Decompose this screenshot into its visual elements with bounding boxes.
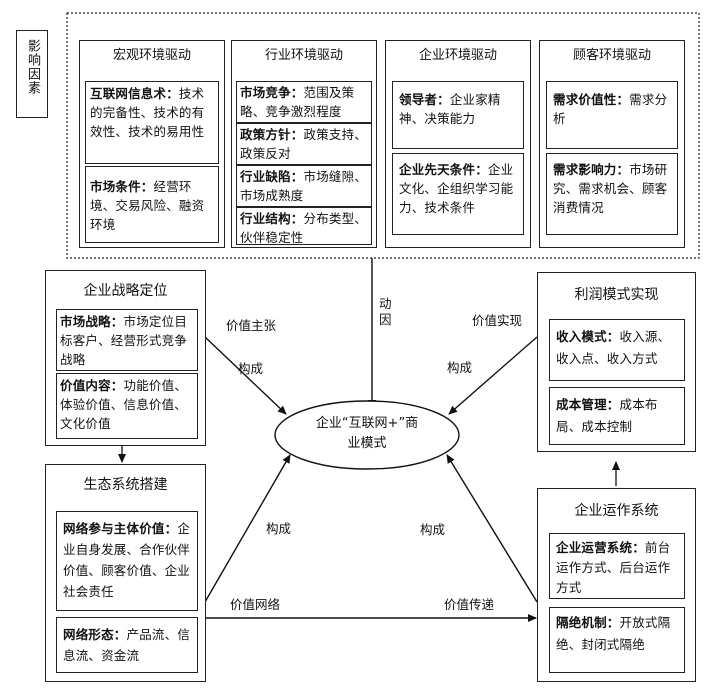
label-constitute-bottom-right: 构成 <box>420 522 446 537</box>
item-bold: 行业结构： <box>240 211 304 226</box>
item-bold: 市场竞争： <box>240 85 304 100</box>
operation-item-1: 企业运营系统：前台运作方式、后台运作方式 <box>549 533 685 599</box>
driver-customer-title: 顾客环境驱动 <box>572 48 651 63</box>
item-bold: 市场战略： <box>60 314 124 329</box>
label-value-realization: 价值实现 <box>472 313 523 328</box>
item-bold: 需求价值性： <box>553 92 630 107</box>
operation-title: 企业运作系统 <box>574 503 659 519</box>
label-value-delivery: 价值传递 <box>444 597 495 612</box>
center-line-2: 业模式 <box>347 436 387 451</box>
ecosystem-to-center-arrow <box>204 454 291 603</box>
item-text: 需求分析 <box>553 92 668 126</box>
item-bold: 领导者： <box>399 92 450 107</box>
item-text: 经营环境、交易风险、融资环境 <box>90 179 205 232</box>
item-bold: 网络参与主体价值： <box>63 521 178 536</box>
ecosystem-box: 生态系统搭建 网络参与主体价值：企业自身发展、合作伙伴价值、顾客价值、企业社会责… <box>45 464 206 682</box>
item-text: 功能价值、体验价值、信息价值、文化价值 <box>60 378 188 431</box>
item-text: 成本布局、成本控制 <box>556 397 658 434</box>
item-text: 技术的完备性、技术的有效性、技术的易用性 <box>90 86 205 139</box>
item-bold: 收入模式： <box>556 329 620 344</box>
profit-item-1: 收入模式：收入源、收入点、收入方式 <box>549 319 685 381</box>
driver-customer-item-1: 需求价值性：需求分析 <box>546 81 678 149</box>
item-text: 收入源、收入点、收入方式 <box>556 329 671 366</box>
item-text: 产品流、信息流、资金流 <box>63 627 191 663</box>
driver-enterprise-item-2: 企业先天条件：企业文化、企组织学习能力、技术条件 <box>392 153 524 235</box>
item-bold: 互联网信息术： <box>90 86 179 101</box>
profit-to-center-arrow <box>448 336 538 415</box>
item-bold: 隔绝机制： <box>556 615 620 630</box>
label-value-network: 价值网络 <box>230 597 281 612</box>
driver-customer: 顾客环境驱动 需求价值性：需求分析 需求影响力：市场研究、需求机会、顾客消费情况 <box>539 40 685 248</box>
item-text: 开放式隔绝、封闭式隔绝 <box>556 615 671 652</box>
center-line-1: 企业“互联网+”商 <box>315 416 419 431</box>
profit-box: 利润模式实现 收入模式：收入源、收入点、收入方式 成本管理：成本布局、成本控制 <box>537 272 696 452</box>
item-text: 政策支持、政策反对 <box>240 127 368 161</box>
driver-industry-item-3: 行业缺陷：市场缝隙、市场成熟度 <box>236 165 372 207</box>
strategy-to-center-arrow <box>204 336 287 415</box>
drivers-dashed-frame <box>66 12 700 259</box>
item-text: 企业家精神、决策能力 <box>399 92 501 126</box>
operation-box: 企业运作系统 企业运营系统：前台运作方式、后台运作方式 隔绝机制：开放式隔绝、封… <box>537 488 696 682</box>
item-text: 分布类型、伙伴稳定性 <box>240 211 368 245</box>
ecosystem-item-2: 网络形态：产品流、信息流、资金流 <box>56 617 198 673</box>
driver-enterprise: 企业环境驱动 领导者：企业家精神、决策能力 企业先天条件：企业文化、企组织学习能… <box>385 40 531 248</box>
label-value-proposition: 价值主张 <box>226 318 277 333</box>
strategy-item-1: 市场战略：市场定位目标客户、经营形式竞争战略 <box>56 309 198 371</box>
strategy-title: 企业战略定位 <box>83 283 168 299</box>
driver-macro: 宏观环境驱动 互联网信息术：技术的完备性、技术的有效性、技术的易用性 市场条件：… <box>79 40 225 248</box>
driver-customer-item-2: 需求影响力：市场研究、需求机会、顾客消费情况 <box>546 153 678 235</box>
profit-title: 利润模式实现 <box>574 287 659 303</box>
item-bold: 市场条件： <box>90 179 154 194</box>
driver-industry-item-1: 市场竞争：范围及策略、竞争激烈程度 <box>236 81 372 123</box>
item-bold: 企业先天条件： <box>399 162 488 177</box>
driver-enterprise-title: 企业环境驱动 <box>418 48 497 63</box>
center-ellipse <box>274 400 460 470</box>
operation-to-center-arrow <box>446 454 538 603</box>
center-model-label: 企业“互联网+”商 业模式 <box>285 414 449 454</box>
item-text: 市场研究、需求机会、顾客消费情况 <box>553 162 668 215</box>
driver-macro-item-2: 市场条件：经营环境、交易风险、融资环境 <box>85 166 219 243</box>
profit-item-2: 成本管理：成本布局、成本控制 <box>549 387 685 445</box>
item-bold: 需求影响力： <box>553 162 630 177</box>
item-text: 市场缝隙、市场成熟度 <box>240 169 368 203</box>
ecosystem-title: 生态系统搭建 <box>83 477 168 493</box>
operation-item-2: 隔绝机制：开放式隔绝、封闭式隔绝 <box>549 607 685 673</box>
driver-macro-item-1: 互联网信息术：技术的完备性、技术的有效性、技术的易用性 <box>85 81 219 164</box>
item-bold: 企业运营系统： <box>556 540 645 555</box>
label-constitute-bottom-left: 构成 <box>266 521 292 536</box>
item-text: 企业自身发展、合作伙伴价值、顾客价值、企业社会责任 <box>63 521 191 599</box>
driver-macro-title: 宏观环境驱动 <box>112 48 191 63</box>
item-bold: 政策方针： <box>240 127 304 142</box>
item-bold: 成本管理： <box>556 397 620 412</box>
item-text: 范围及策略、竞争激烈程度 <box>240 85 355 119</box>
item-text: 市场定位目标客户、经营形式竞争战略 <box>60 314 188 367</box>
item-bold: 网络形态： <box>63 627 127 642</box>
label-driving: 动因 <box>379 296 392 327</box>
item-text: 前台运作方式、后台运作方式 <box>556 540 671 595</box>
item-text: 企业文化、企组织学习能力、技术条件 <box>399 162 514 215</box>
label-constitute-top-right: 构成 <box>447 360 473 375</box>
strategy-item-2: 价值内容：功能价值、体验价值、信息价值、文化价值 <box>56 373 198 439</box>
driver-enterprise-item-1: 领导者：企业家精神、决策能力 <box>392 81 524 149</box>
influence-factors-label: 影响因素 <box>25 39 40 95</box>
ecosystem-item-1: 网络参与主体价值：企业自身发展、合作伙伴价值、顾客价值、企业社会责任 <box>56 511 198 611</box>
driver-industry-item-4: 行业结构：分布类型、伙伴稳定性 <box>236 207 372 245</box>
influence-factors-label-box: 影响因素 <box>16 30 48 118</box>
item-bold: 价值内容： <box>60 378 124 393</box>
driver-industry-item-2: 政策方针：政策支持、政策反对 <box>236 123 372 165</box>
driver-industry: 行业环境驱动 市场竞争：范围及策略、竞争激烈程度 政策方针：政策支持、政策反对 … <box>231 40 377 248</box>
item-bold: 行业缺陷： <box>240 169 304 184</box>
strategy-box: 企业战略定位 市场战略：市场定位目标客户、经营形式竞争战略 价值内容：功能价值、… <box>45 270 206 446</box>
driver-industry-title: 行业环境驱动 <box>264 48 343 63</box>
label-constitute-top-left: 构成 <box>238 361 264 376</box>
